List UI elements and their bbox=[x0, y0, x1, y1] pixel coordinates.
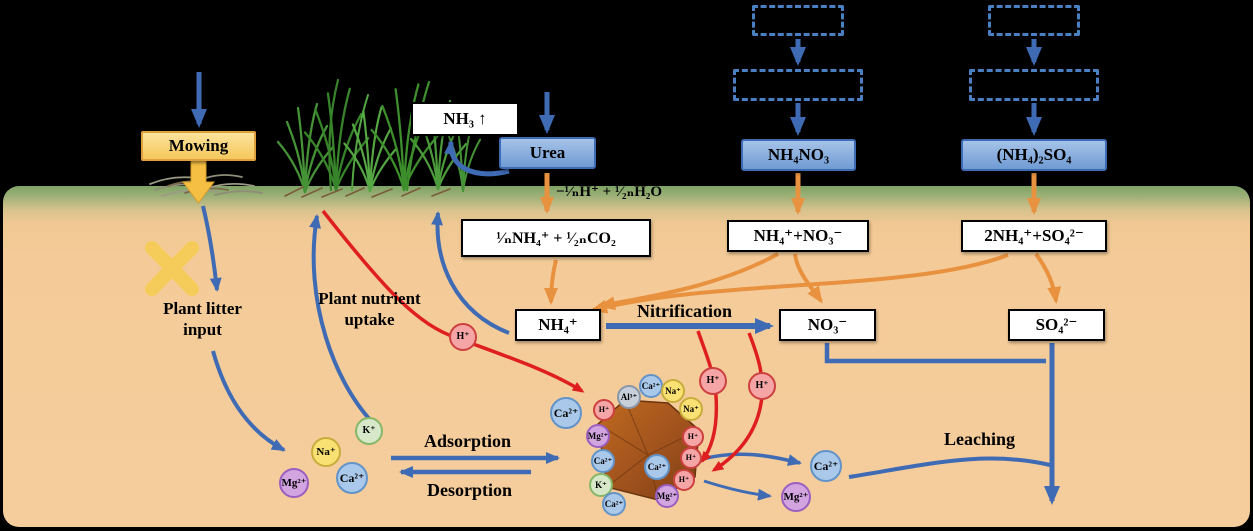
as-dissociation-box: 2NH₄⁺+SO₄²⁻ bbox=[961, 220, 1107, 252]
arrow-uptake-left bbox=[309, 214, 377, 427]
arrow-litter-2 bbox=[211, 350, 286, 452]
an-dissociation-box: NH₄⁺+NO₃⁻ bbox=[727, 220, 869, 252]
adsorption-label: Adsorption bbox=[424, 431, 512, 451]
ion-h: H⁺ bbox=[682, 426, 704, 448]
ion-na: Na⁺ bbox=[311, 437, 341, 467]
arrow-release-mg bbox=[703, 479, 772, 501]
soil-blue-arrows bbox=[201, 205, 1060, 505]
arrow-release-ca bbox=[701, 452, 802, 466]
dashed-box-as-intermediate bbox=[969, 69, 1099, 101]
ion-h: H⁺ bbox=[449, 323, 477, 351]
ion-h: H⁺ bbox=[593, 399, 615, 421]
arrow-ureaprod-to-nh4 bbox=[544, 259, 559, 305]
ion-ca: Ca²⁺ bbox=[644, 454, 670, 480]
arrow-as-to-nh4 bbox=[590, 253, 1009, 314]
arrow-nitrif-h2 bbox=[711, 332, 765, 472]
arrow-uptake-right bbox=[431, 211, 510, 335]
ion-mg: Mg²⁺ bbox=[655, 484, 679, 508]
leaching-label: Leaching bbox=[944, 429, 1016, 449]
blocked-cross-icon bbox=[145, 241, 199, 296]
urea-hydrolysis-box: ¹⁄ₙNH₄⁺ + ¹⁄₂ₙCO₂ bbox=[461, 219, 651, 257]
ion-h: H⁺ bbox=[748, 372, 776, 400]
ion-na: Na⁺ bbox=[679, 397, 703, 421]
leaching-ion-curve bbox=[848, 456, 1051, 479]
desorption-label: Desorption bbox=[427, 480, 512, 500]
grass bbox=[276, 78, 482, 198]
ion-h: H⁺ bbox=[699, 367, 727, 395]
ion-ca: Ca²⁺ bbox=[591, 449, 615, 473]
ammonia-volatilization-box: NH₃ ↑ bbox=[411, 102, 519, 136]
ion-h: H⁺ bbox=[673, 469, 695, 491]
ion-ca: Ca²⁺ bbox=[550, 397, 582, 429]
ion-mg: Mg²⁺ bbox=[586, 424, 610, 448]
dashed-box-an-source bbox=[752, 5, 844, 36]
leaching-no3-line bbox=[824, 343, 1046, 364]
ion-al: Al³⁺ bbox=[617, 385, 641, 409]
urea-box: Urea bbox=[499, 137, 596, 169]
dashed-box-an-intermediate bbox=[733, 69, 863, 101]
hydrolysis-note: −¹⁄ₙH⁺ + ¹⁄₂ₙH₂O bbox=[556, 184, 663, 200]
arrow-litter-1 bbox=[201, 205, 222, 292]
ammonium-nitrate-box: NH₄NO₃ bbox=[741, 139, 856, 171]
ion-ca: Ca²⁺ bbox=[639, 374, 663, 398]
ion-ca: Ca²⁺ bbox=[336, 462, 368, 494]
nitrate-box: NO₃⁻ bbox=[779, 309, 876, 341]
dashed-box-as-source bbox=[988, 5, 1080, 36]
ion-mg: Mg²⁺ bbox=[279, 468, 309, 498]
ion-mg: Mg²⁺ bbox=[781, 482, 811, 512]
ion-ca: Ca²⁺ bbox=[602, 492, 626, 516]
arrow-as-to-so4 bbox=[1034, 252, 1062, 304]
plant-nutrient-uptake-label: Plant nutrient uptake bbox=[318, 289, 421, 330]
arrow-volatilization bbox=[444, 140, 510, 177]
ion-ca: Ca²⁺ bbox=[810, 450, 842, 482]
ammonium-sulfate-box: (NH₄)₂SO₄ bbox=[961, 139, 1107, 171]
ion-h: H⁺ bbox=[680, 447, 702, 469]
ion-k: K⁺ bbox=[589, 473, 613, 497]
input-arrows bbox=[191, 39, 1042, 177]
arrow-nitrif-h1 bbox=[696, 330, 719, 464]
ion-k: K⁺ bbox=[355, 417, 383, 445]
nitrification-label: Nitrification bbox=[637, 301, 732, 321]
fertilizer-arrows bbox=[540, 173, 1062, 314]
mowing-block-arrow bbox=[182, 158, 215, 204]
ammonium-box: NH₄⁺ bbox=[515, 309, 601, 341]
ion-na: Na⁺ bbox=[661, 379, 685, 403]
mowing-box: Mowing bbox=[141, 131, 256, 161]
sulfate-box: SO₄²⁻ bbox=[1008, 309, 1105, 341]
arrow-an-to-nh4 bbox=[598, 252, 779, 311]
arrow-an-to-no3 bbox=[793, 253, 823, 304]
plant-litter-input-label: Plant litter input bbox=[163, 299, 242, 340]
